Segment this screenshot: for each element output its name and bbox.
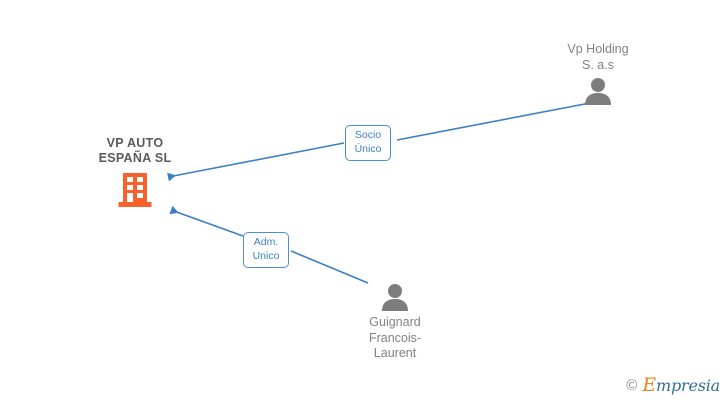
empresia-watermark: © Empresia [626, 376, 720, 395]
node-person-guignard-francois-laurent[interactable]: Guignard Francois- Laurent [325, 283, 465, 362]
brand-initial: E [642, 374, 656, 396]
node-company-vp-auto-espana[interactable]: VP AUTO ESPAÑA SL [70, 136, 200, 208]
edge-vp-holding-to-socio-chip [396, 102, 591, 141]
edge-adm-chip-to-company [169, 205, 244, 237]
building-icon [70, 172, 200, 208]
relation-label-socio-unico[interactable]: Socio Único [345, 125, 391, 161]
copyright-icon: © [626, 377, 638, 394]
relation-label-adm-unico[interactable]: Adm. Unico [243, 232, 289, 268]
person-name-label: Vp Holding S. a.s [567, 42, 629, 72]
person-icon [325, 283, 465, 311]
node-person-vp-holding[interactable]: Vp Holding S. a.s [528, 42, 668, 105]
person-name-label: Guignard Francois- Laurent [368, 315, 422, 360]
person-icon [528, 77, 668, 105]
brand-rest: mpresia [656, 376, 720, 395]
edge-guignard-to-adm-chip [290, 250, 369, 284]
company-name-label: VP AUTO ESPAÑA SL [98, 136, 172, 165]
brand-wordmark: Empresia [642, 376, 720, 395]
